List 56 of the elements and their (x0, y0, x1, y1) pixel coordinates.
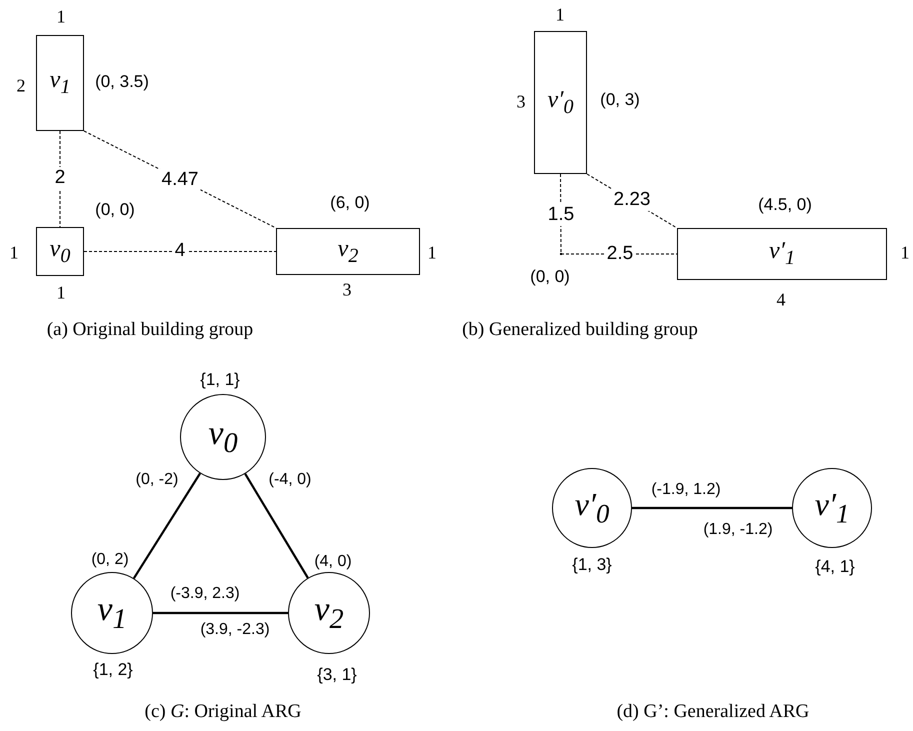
connector-line (132, 472, 201, 579)
attribute-label: {1, 3} (572, 555, 612, 575)
vertex-label: v$_{1}$ (97, 590, 127, 636)
edge-attribute-label: (-4, 0) (268, 471, 312, 489)
vertex-label: v$_{2}$ (314, 590, 344, 636)
edge-attribute-label: (-1.9, 1.2) (651, 481, 721, 499)
attribute-label: (6, 0) (330, 193, 370, 213)
edge-attribute-label: (0, 2) (91, 551, 129, 569)
side-length: 1 (10, 242, 18, 264)
vertex-label: v$_{0}$ (50, 236, 70, 268)
building-rectangle (36, 227, 84, 276)
side-length: 3 (342, 280, 352, 300)
attribute-label: (0, 3.5) (95, 72, 149, 92)
side-length: 4 (776, 290, 786, 310)
subfigure-caption: (a) Original building group (46, 319, 254, 341)
vertex-label: v′$_{1}$ (814, 486, 850, 530)
attribute-label: (0, 0) (530, 267, 570, 287)
edge-label: 2 (52, 167, 68, 189)
side-length: 3 (516, 92, 526, 112)
building-rectangle (534, 31, 587, 174)
vertex-label: v$_{2}$ (338, 236, 358, 268)
edge-attribute-label: (0, -2) (136, 471, 178, 489)
vertex-label: v′$_{1}$ (769, 238, 795, 270)
attribute-label: (0, 0) (95, 200, 135, 220)
edge-attribute-label: (-3.9, 2.3) (170, 585, 240, 603)
side-length: 1 (56, 282, 66, 304)
edge-attribute-label: (4, 0) (314, 553, 352, 571)
side-length: 2 (16, 76, 26, 96)
building-rectangle (276, 228, 420, 275)
connector-line (244, 473, 309, 578)
subfigure-caption: (c) G: Original ARG (144, 701, 302, 723)
building-rectangle (677, 228, 887, 280)
side-length: 1 (428, 242, 436, 264)
edge-label: 2.23 (612, 189, 652, 211)
building-rectangle (36, 35, 84, 131)
subfigure-caption: (d) G’: Generalized ARG (616, 701, 810, 723)
vertex-label: v$_{1}$ (50, 67, 70, 99)
attribute-label: (4.5, 0) (758, 195, 812, 215)
subfigure-caption: (b) Generalized building group (462, 319, 698, 341)
edge-attribute-label: (3.9, -2.3) (200, 621, 270, 639)
attribute-label: {1, 2} (93, 660, 133, 680)
connector-line (632, 506, 792, 510)
attribute-label: {4, 1} (815, 557, 855, 577)
side-length: 1 (556, 4, 564, 26)
attribute-label: {3, 1} (317, 665, 357, 685)
edge-label: 4.47 (160, 169, 200, 191)
attribute-label: (0, 3) (600, 90, 640, 110)
side-length: 1 (56, 6, 66, 28)
dashed-line (84, 251, 276, 252)
side-length: 1 (900, 242, 910, 264)
connector-line (153, 612, 288, 614)
vertex-label: v′$_{0}$ (548, 86, 574, 118)
edge-attribute-label: (1.9, -1.2) (703, 521, 773, 539)
vertex-label: v′$_{0}$ (574, 486, 610, 530)
vertex-label: v$_{0}$ (208, 414, 238, 460)
attribute-label: {1, 1} (200, 370, 240, 390)
